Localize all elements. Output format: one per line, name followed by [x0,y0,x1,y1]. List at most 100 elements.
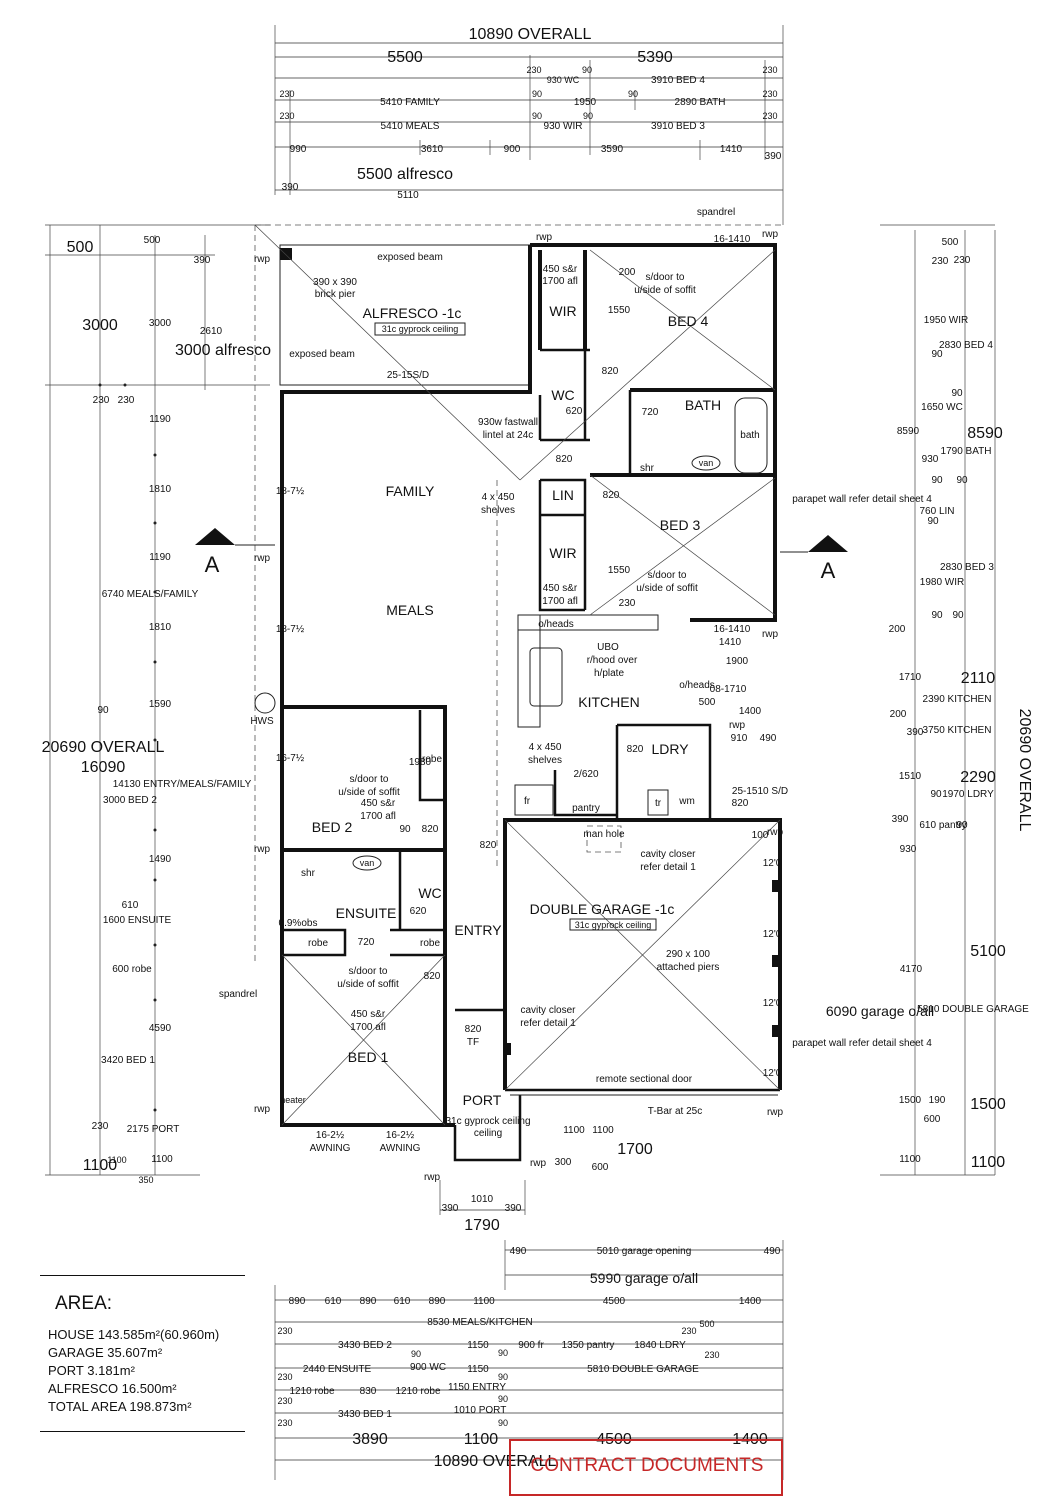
note-1550-bed3: 1550 [608,565,631,576]
note-sr-bed3: 450 s&r [543,583,578,594]
room-wc: WC [551,387,574,403]
room-family: FAMILY [386,483,435,499]
note-1550-bed4: 1550 [608,305,631,316]
right-k: 3750 KITCHEN [923,725,992,736]
building-walls [254,224,783,1162]
right-dim-val: 2830 BED 4 [939,340,993,351]
left-dim-top: 500 [144,235,161,246]
bottom-row3: 1840 LDRY [634,1340,686,1351]
top-alfresco-dim: 5500 alfresco [357,166,453,183]
right-garage: 6090 garage o/all [826,1003,934,1019]
right-garage: 5100 [970,943,1006,960]
rwp-5: rwp [729,720,746,731]
left-dim-lower: 1100 [107,1155,126,1165]
top-dim-r1: 930 WC [547,75,580,85]
room-wir-bed3: WIR [549,545,576,561]
heater-label: heater [280,1095,306,1105]
room-ldry: LDRY [651,741,689,757]
note-window-187a: 18-7½ [276,486,305,497]
top-dim-r3: 5410 MEALS [381,121,440,132]
top-dim-r3: 230 [762,111,777,121]
top-split-left: 5500 [387,49,423,66]
note-sdoor-bed4: s/door to [646,272,685,283]
note-shelves2-family: shelves [481,505,515,516]
left-dim-lower: 350 [138,1175,153,1185]
note-820-lin: 820 [556,454,573,465]
left-dim-val: 230 [118,395,135,406]
right-k: 1710 [899,672,922,683]
left-dimension-block: 500 500 390 3000 3000 2610 3000 alfresco… [42,224,271,1185]
rwp-9: rwp [767,1107,784,1118]
left-dim-lower: 4590 [149,1023,172,1034]
right-k: 390 [892,814,909,825]
note-820-port: 820 [465,1024,482,1035]
note-awning-1: 16-2½ [316,1130,345,1141]
note-cavity2: cavity closer [520,1005,576,1016]
right-k: 2390 KITCHEN [923,694,992,705]
left-dim-lower: 610 [122,900,139,911]
note-afl-bed1: 1700 afl [350,1022,386,1033]
left-entry-meals: 14130 ENTRY/MEALS/FAMILY [113,779,252,790]
room-ensuite-wc: WC [418,885,441,901]
note-1400: 1400 [739,706,762,717]
room-bath: BATH [685,397,721,413]
stamp-text: CONTRACT DOCUMENTS [531,1455,764,1476]
contract-stamp: CONTRACT DOCUMENTS [509,1439,783,1496]
rwp-1: rwp [254,254,271,265]
note-820-bed3: 820 [603,490,620,501]
note-1410-top: 16-1410 [714,234,751,245]
bottom-small: 230 [277,1396,292,1406]
note-910: 910 [731,733,748,744]
room-lin: LIN [552,487,574,503]
bottom-small: 500 [699,1319,714,1329]
port-ceiling: 31c gyprock ceiling [445,1116,530,1127]
note-620-wc: 620 [566,406,583,417]
port-bottom: 1010 [471,1194,494,1205]
note-820-wc: 820 [602,366,619,377]
top-dim-r3: 930 WIR [544,121,583,132]
bottom-row3: 900 fr [518,1340,544,1351]
left-dim-val: 1190 [149,414,171,425]
bottom-row1: 4500 [603,1296,626,1307]
room-port: PORT [463,1092,502,1108]
rwp-6: rwp [254,844,271,855]
right-dim-val: 90 [952,610,964,621]
left-dim-alfresco: 2610 [200,326,223,337]
room-double-garage: DOUBLE GARAGE -1c [530,901,675,917]
bottom-row3: 3430 BED 2 [338,1340,392,1351]
brick-pier-size: 390 x 390 [313,277,357,288]
room-bed2: BED 2 [312,819,353,835]
left-dim-top: 390 [194,255,211,266]
garage-opening-end: 490 [764,1246,781,1257]
right-dim-val: 90 [931,610,943,621]
bottom-meals-kitchen: 8530 MEALS/KITCHEN [427,1317,533,1328]
robe-right: robe [420,938,440,949]
right-garage: 5810 DOUBLE GARAGE [917,1004,1029,1015]
left-dim-val: 1810 [149,622,172,633]
left-dim-lower: 1100 [151,1154,173,1165]
note-720-ens: 720 [358,937,375,948]
port-dim: 1100 [563,1125,585,1136]
bottom-row4: 2440 ENSUITE [303,1364,372,1375]
ceiling-diagonals [254,224,781,1126]
top-dim-r4: 3590 [601,144,624,155]
bottom-small: 230 [277,1418,292,1428]
note-2620: 2/620 [573,769,598,780]
top-dim-r2: 230 [279,89,294,99]
top-dim-r4: 3610 [421,144,444,155]
bottom-row1: 890 [429,1296,446,1307]
right-k: 610 pantry [919,820,966,831]
left-dim-val: 1590 [149,699,172,710]
bottom-small: 230 [277,1372,292,1382]
vanity-basin [691,455,721,471]
rwp-3: rwp [254,553,271,564]
right-k: 390 [907,727,924,738]
note-obs: 0.9%obs [279,918,318,929]
bottom-row6: 1010 PORT [454,1405,507,1416]
note-820-sd: 820 [732,798,749,809]
note-fastwall: 930w fastwall [478,417,538,428]
note-shelves-pantry: 4 x 450 [529,742,562,753]
note-remote-door: remote sectional door [596,1074,693,1085]
note-2515: 25-1510 S/D [732,786,788,797]
room-wir-bed4: WIR [549,303,576,319]
